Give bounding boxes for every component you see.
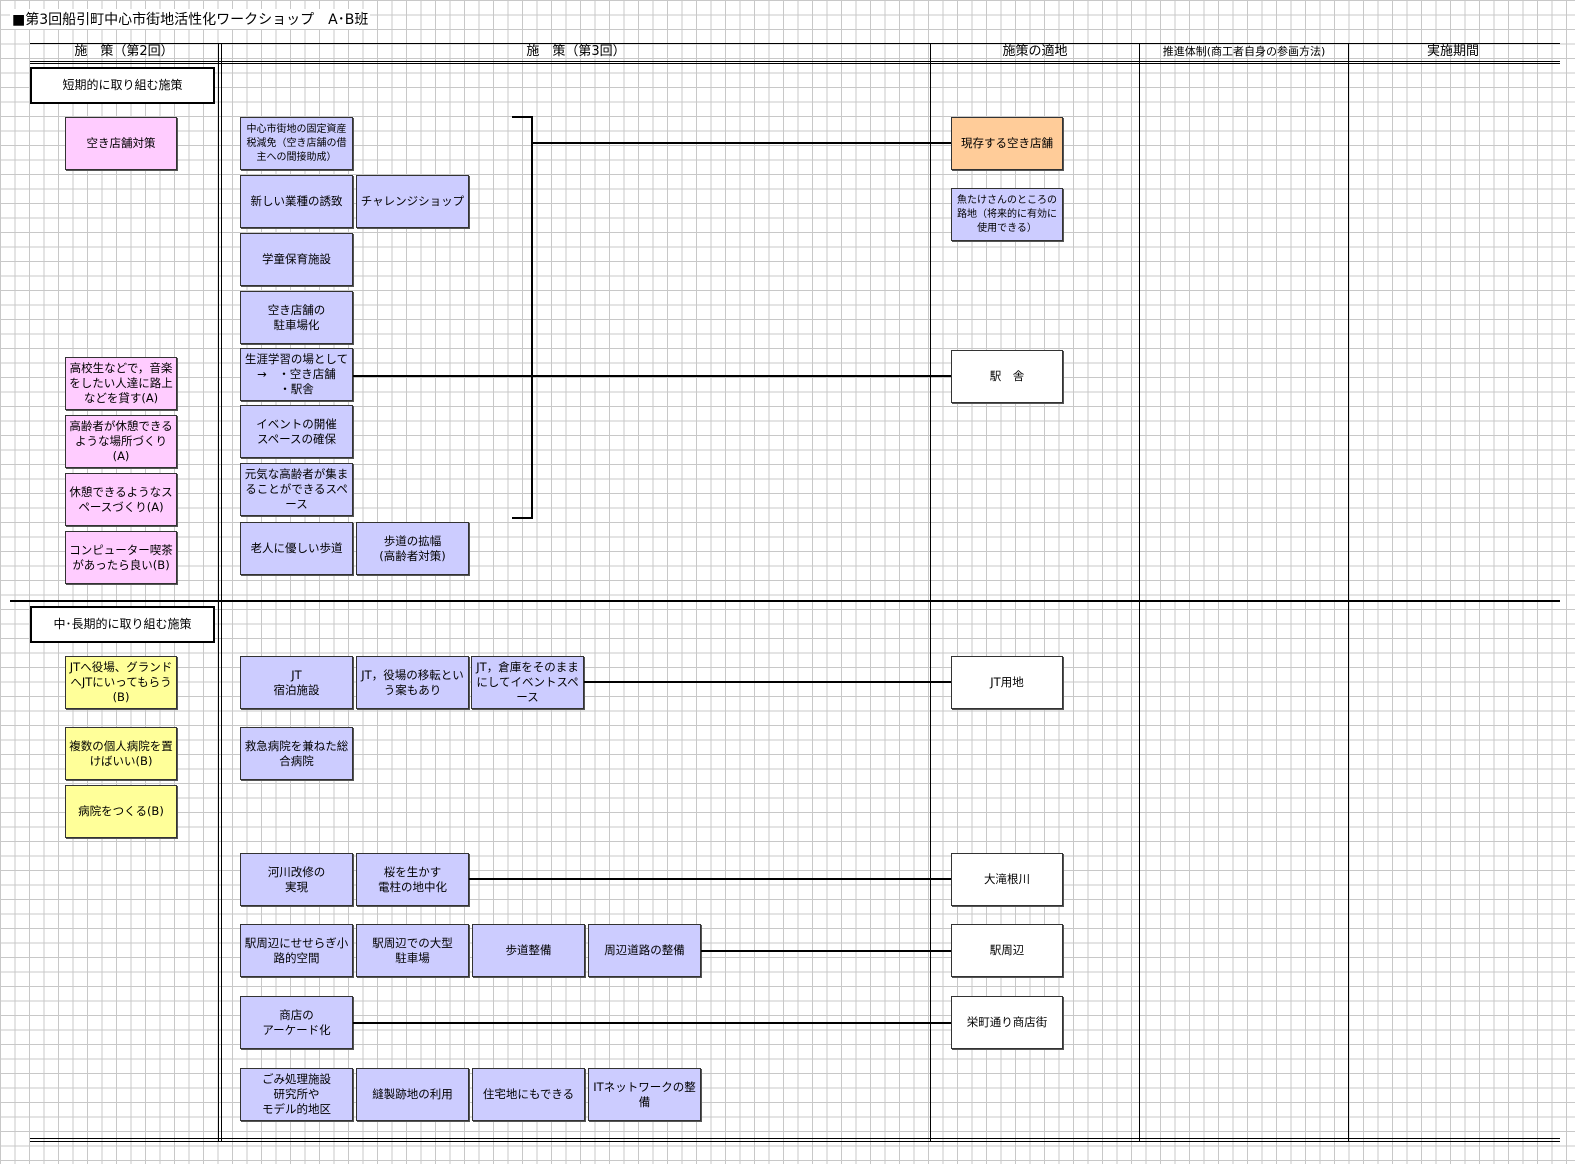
site-alley: 魚たけさんのところの路地（将来的に有効に使用できる） xyxy=(951,188,1063,241)
connector-learning-station xyxy=(353,375,951,377)
col-header-round2: 施 策（第2回） xyxy=(74,44,174,59)
site-vacant-stores: 現存する空き店舗 xyxy=(951,117,1063,170)
round3-jt-relocation: JT，役場の移転という案もあり xyxy=(356,656,469,709)
section-long-term: 中･長期的に取り組む施策 xyxy=(30,606,215,643)
col-header-round3: 施 策（第3回） xyxy=(526,44,626,59)
header-bottom-line-2 xyxy=(30,63,1560,64)
connector-jt-land xyxy=(584,681,951,683)
round2-rest-space: 休憩できるようなスペースづくり(A) xyxy=(65,473,177,526)
round2-clinics: 複数の個人病院を置けばいい(B) xyxy=(65,727,177,780)
bracket-vertical xyxy=(531,116,533,519)
round2-computer-cafe: コンピューター喫茶があったら良い(B) xyxy=(65,531,177,584)
round3-general-hospital: 救急病院を兼ねた総合病院 xyxy=(240,727,353,780)
col-header-system: 推進体制(商工者自身の参画方法) xyxy=(1162,45,1326,58)
bracket-top xyxy=(512,116,532,118)
connector-shopping-street xyxy=(353,1022,951,1024)
round2-hospital: 病院をつくる(B) xyxy=(65,785,177,838)
col-header-period: 実施期間 xyxy=(1426,44,1479,59)
col-header-site: 施策の適地 xyxy=(1002,44,1068,59)
round2-elderly-rest: 高齢者が休憩できるような場所づくり(A) xyxy=(65,415,177,468)
header-bottom-line xyxy=(30,61,1560,62)
table-bottom-line xyxy=(30,1138,1560,1139)
page-title: ■第3回船引町中心市街地活性化ワークショップ A･B班 xyxy=(10,9,371,29)
site-station-building: 駅 舎 xyxy=(951,350,1063,403)
round2-jt-townhall: JTへ役場、グランドへJTにいってもらう(B) xyxy=(65,656,177,709)
round3-tax-reduction: 中心市街地の固定資産税減免（空き店舗の借主への間接助成） xyxy=(240,117,353,170)
round3-elderly-sidewalk: 老人に優しい歩道 xyxy=(240,522,353,575)
section-short-term: 短期的に取り組む施策 xyxy=(30,67,215,104)
col-divider-2 xyxy=(930,43,931,1141)
table-bottom-line-2 xyxy=(30,1141,1560,1142)
section-divider xyxy=(10,600,1560,602)
round3-jt-lodging: JT 宿泊施設 xyxy=(240,656,353,709)
col-divider-1 xyxy=(218,43,219,1141)
round2-vacant-store: 空き店舗対策 xyxy=(65,117,177,170)
connector-station-area xyxy=(701,950,951,952)
round3-elderly-space: 元気な高齢者が集まることができるスペース xyxy=(240,463,353,516)
connector-bracket-vacant-stores xyxy=(532,142,951,144)
round2-music-street: 高校生などで，音楽をしたい人達に路上などを貸す(A) xyxy=(65,357,177,410)
col-divider-4 xyxy=(1348,43,1349,1141)
site-sakaemachi-street: 栄町通り商店街 xyxy=(951,996,1063,1049)
site-station-area: 駅周辺 xyxy=(951,924,1063,977)
round3-road-work: 周辺道路の整備 xyxy=(588,924,701,977)
round3-sidewalk-work: 歩道整備 xyxy=(472,924,585,977)
round3-jt-warehouse: JT，倉庫をそのままにしてイベントスペース xyxy=(471,656,584,709)
col-divider-3 xyxy=(1139,43,1140,1141)
round3-it-network: ITネットワークの整備 xyxy=(588,1068,701,1121)
round3-stream-lane: 駅周辺にせせらぎ小路的空間 xyxy=(240,924,353,977)
round3-event-space: イベントの開催 スペースの確保 xyxy=(240,405,353,458)
site-otakine-river: 大滝根川 xyxy=(951,853,1063,906)
round3-residential: 住宅地にもできる xyxy=(472,1068,585,1121)
round3-arcade: 商店の アーケード化 xyxy=(240,996,353,1049)
round3-station-parking: 駅周辺での大型 駐車場 xyxy=(356,924,469,977)
header-top-line xyxy=(30,43,1560,44)
round3-river-improvement: 河川改修の 実現 xyxy=(240,853,353,906)
bracket-bottom xyxy=(512,517,532,519)
round3-lifelong-learning: 生涯学習の場として → ・空き店舗 ・駅舎 xyxy=(240,348,353,401)
round3-challenge-shop: チャレンジショップ xyxy=(356,175,469,228)
col-divider-1b xyxy=(221,43,222,1141)
round3-waste-facility: ごみ処理施設 研究所や モデル的地区 xyxy=(240,1068,353,1121)
round3-new-business: 新しい業種の誘致 xyxy=(240,175,353,228)
round3-childcare: 学童保育施設 xyxy=(240,233,353,286)
round3-wider-sidewalk: 歩道の拡幅 (高齢者対策) xyxy=(356,522,469,575)
connector-river xyxy=(469,878,951,880)
round3-parking: 空き店舗の 駐車場化 xyxy=(240,291,353,344)
round3-underground-poles: 桜を生かす 電柱の地中化 xyxy=(356,853,469,906)
round3-sewing-site: 縫製跡地の利用 xyxy=(356,1068,469,1121)
site-jt-land: JT用地 xyxy=(951,656,1063,709)
